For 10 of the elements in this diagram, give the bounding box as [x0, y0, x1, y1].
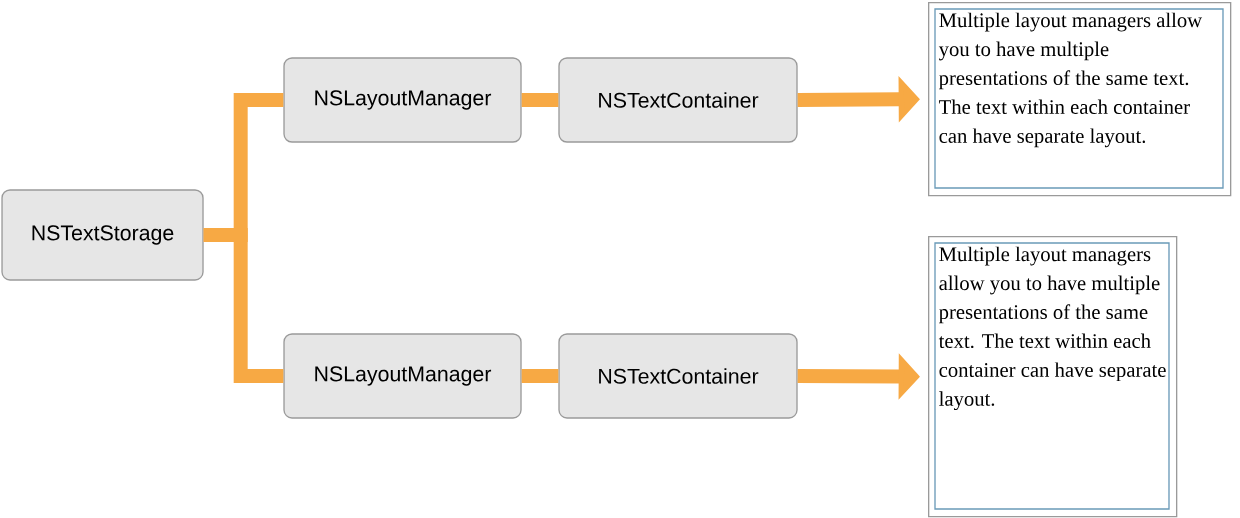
- class-box: NSTextStorage: [1, 189, 204, 281]
- class-box: NSTextContainer: [558, 333, 798, 419]
- note-box: Multiple layout managers allow you to have multiple presentations of the same text. The text within each container can have separate layout.: [928, 236, 1178, 518]
- class-box: NSLayoutManager: [283, 333, 522, 419]
- note-box: Multiple layout managers allow you to have multiple presentations of the same text. The text within each container can have separate layout.: [928, 2, 1232, 197]
- connector-line: [521, 369, 559, 383]
- class-box: NSLayoutManager: [283, 57, 522, 143]
- class-box: NSTextContainer: [558, 57, 798, 143]
- connector-line: [203, 228, 284, 383]
- connector-line: [521, 93, 559, 107]
